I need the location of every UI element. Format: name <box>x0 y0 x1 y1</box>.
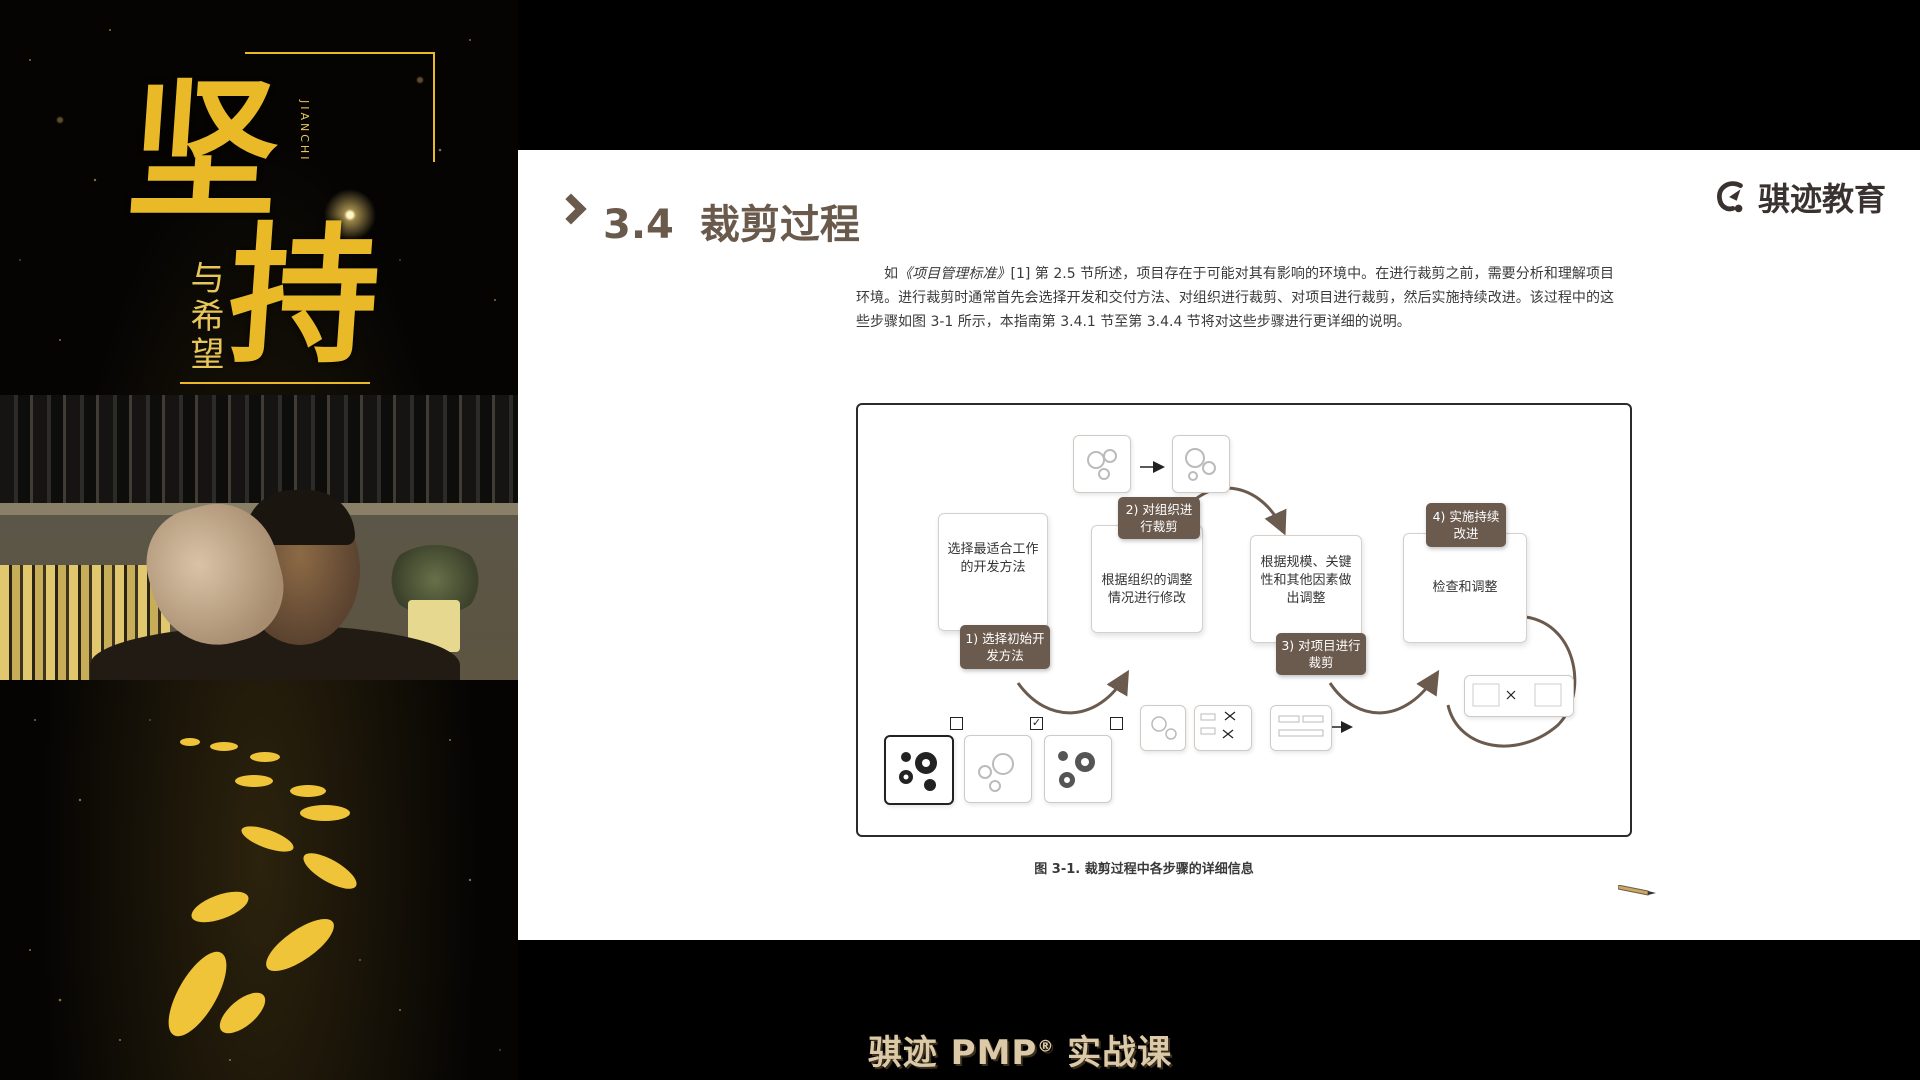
step-4-badge: 4) 实施持续改进 <box>1426 503 1506 547</box>
calligraphy-frame-bottom <box>180 382 370 384</box>
paragraph-body: [1] 第 2.5 节所述，项目存在于可能对其有影响的环境中。在进行裁剪之前，需… <box>856 266 1615 330</box>
process-cross-icon <box>1200 711 1236 739</box>
card-adjust-factors: 根据规模、关键性和其他因素做出调整 <box>1250 535 1362 643</box>
calligraphy-subtitle: 与希望 <box>184 260 224 374</box>
step-1-badge: 1) 选择初始开发方法 <box>960 625 1050 669</box>
checkbox-checked: ✓ <box>1030 717 1043 730</box>
body-paragraph: 如《项目管理标准》[1] 第 2.5 节所述，项目存在于可能对其有影响的环境中。… <box>856 262 1614 334</box>
chevron-right-icon <box>555 193 587 225</box>
figure-caption: 图 3-1. 裁剪过程中各步骤的详细信息 <box>1034 862 1254 877</box>
tailoring-process-figure: 选择最适合工作的开发方法 1) 选择初始开发方法 根据组织的调整情况进行修改 2… <box>856 403 1632 837</box>
gear-tile <box>1140 705 1186 751</box>
registered-mark: ® <box>1037 1036 1055 1056</box>
bookshelf <box>0 395 518 505</box>
process-tile <box>1194 705 1252 751</box>
gear-tile <box>1073 435 1131 493</box>
step-3-badge: 3) 对项目进行裁剪 <box>1276 633 1366 675</box>
slide-title: 3.4 裁剪过程 <box>603 192 860 250</box>
brand-mark-icon <box>1717 181 1743 213</box>
gears-dark-icon <box>899 752 937 791</box>
gear-tile-selected <box>884 735 954 805</box>
card-select-approach: 选择最适合工作的开发方法 <box>938 513 1048 631</box>
gears-icon <box>1087 449 1117 480</box>
course-title-caption: 骐迹 PMP® 实战课 <box>60 1025 1920 1074</box>
section-title: 裁剪过程 <box>699 202 860 248</box>
gear-tile <box>964 735 1032 803</box>
step-2-label: 2) 对组织进行裁剪 <box>1125 502 1193 534</box>
process-tile <box>1270 705 1332 751</box>
caption-text-after: 实战课 <box>1054 1033 1173 1073</box>
figure-connectors <box>1016 461 1577 748</box>
footprint <box>210 742 238 751</box>
gears-icon <box>1185 448 1216 481</box>
step-3-label: 3) 对项目进行裁剪 <box>1281 638 1361 670</box>
brand-name: 骐迹教育 <box>1757 180 1886 218</box>
process-compare-icon <box>1472 683 1562 707</box>
paragraph-prefix: 如 <box>884 266 899 282</box>
starfield-background <box>19 29 501 1061</box>
step-1-label: 1) 选择初始开发方法 <box>965 631 1045 663</box>
gear-tile <box>1172 435 1230 493</box>
webcam-feed <box>0 395 518 680</box>
footprint <box>290 785 326 797</box>
brand-logo: 骐迹教育 <box>1712 174 1886 220</box>
card-modify-org: 根据组织的调整情况进行修改 <box>1091 525 1203 633</box>
calligraphy-title: 坚 持 与希望 JIANCHI <box>120 30 435 400</box>
gears-icon <box>978 753 1014 792</box>
calligraphy-frame-right <box>433 52 435 162</box>
caption-text-before: 骐迹 PMP <box>867 1033 1038 1073</box>
calligraphy-char-2: 持 <box>222 208 386 384</box>
left-video-panel: 坚 持 与希望 JIANCHI <box>0 0 518 1080</box>
process-list-icon <box>1278 715 1324 737</box>
calligraphy-pinyin: JIANCHI <box>298 100 311 163</box>
gears-icon <box>1151 716 1177 740</box>
card-adjust-factors-text: 根据规模、关键性和其他因素做出调整 <box>1260 555 1352 606</box>
gear-tile <box>1044 735 1112 803</box>
step-4-label: 4) 实施持续改进 <box>1432 509 1500 541</box>
checkbox-unchecked <box>950 717 963 730</box>
improvement-tile <box>1464 675 1574 717</box>
footprint <box>180 738 200 746</box>
footprint <box>300 805 350 821</box>
card-modify-org-text: 根据组织的调整情况进行修改 <box>1101 573 1193 606</box>
footprint <box>235 775 273 787</box>
gears-grey-icon <box>1058 751 1095 788</box>
section-number: 3.4 <box>603 202 674 248</box>
step-2-badge: 2) 对组织进行裁剪 <box>1118 497 1200 539</box>
checkmark-icon: ✓ <box>1031 716 1042 729</box>
card-review-adjust-text: 检查和调整 <box>1432 580 1498 595</box>
pencil-cursor-icon <box>1618 885 1656 896</box>
checkbox-unchecked <box>1110 717 1123 730</box>
card-review-adjust: 检查和调整 <box>1403 533 1527 643</box>
footprint <box>250 752 280 762</box>
calligraphy-frame-top <box>245 52 435 54</box>
paragraph-reference: 《项目管理标准》 <box>898 266 1011 282</box>
card-select-approach-text: 选择最适合工作的开发方法 <box>947 542 1039 575</box>
presentation-slide: 3.4 裁剪过程 骐迹教育 如《项目管理标准》[1] 第 2.5 节所述，项目存在… <box>518 150 1920 940</box>
